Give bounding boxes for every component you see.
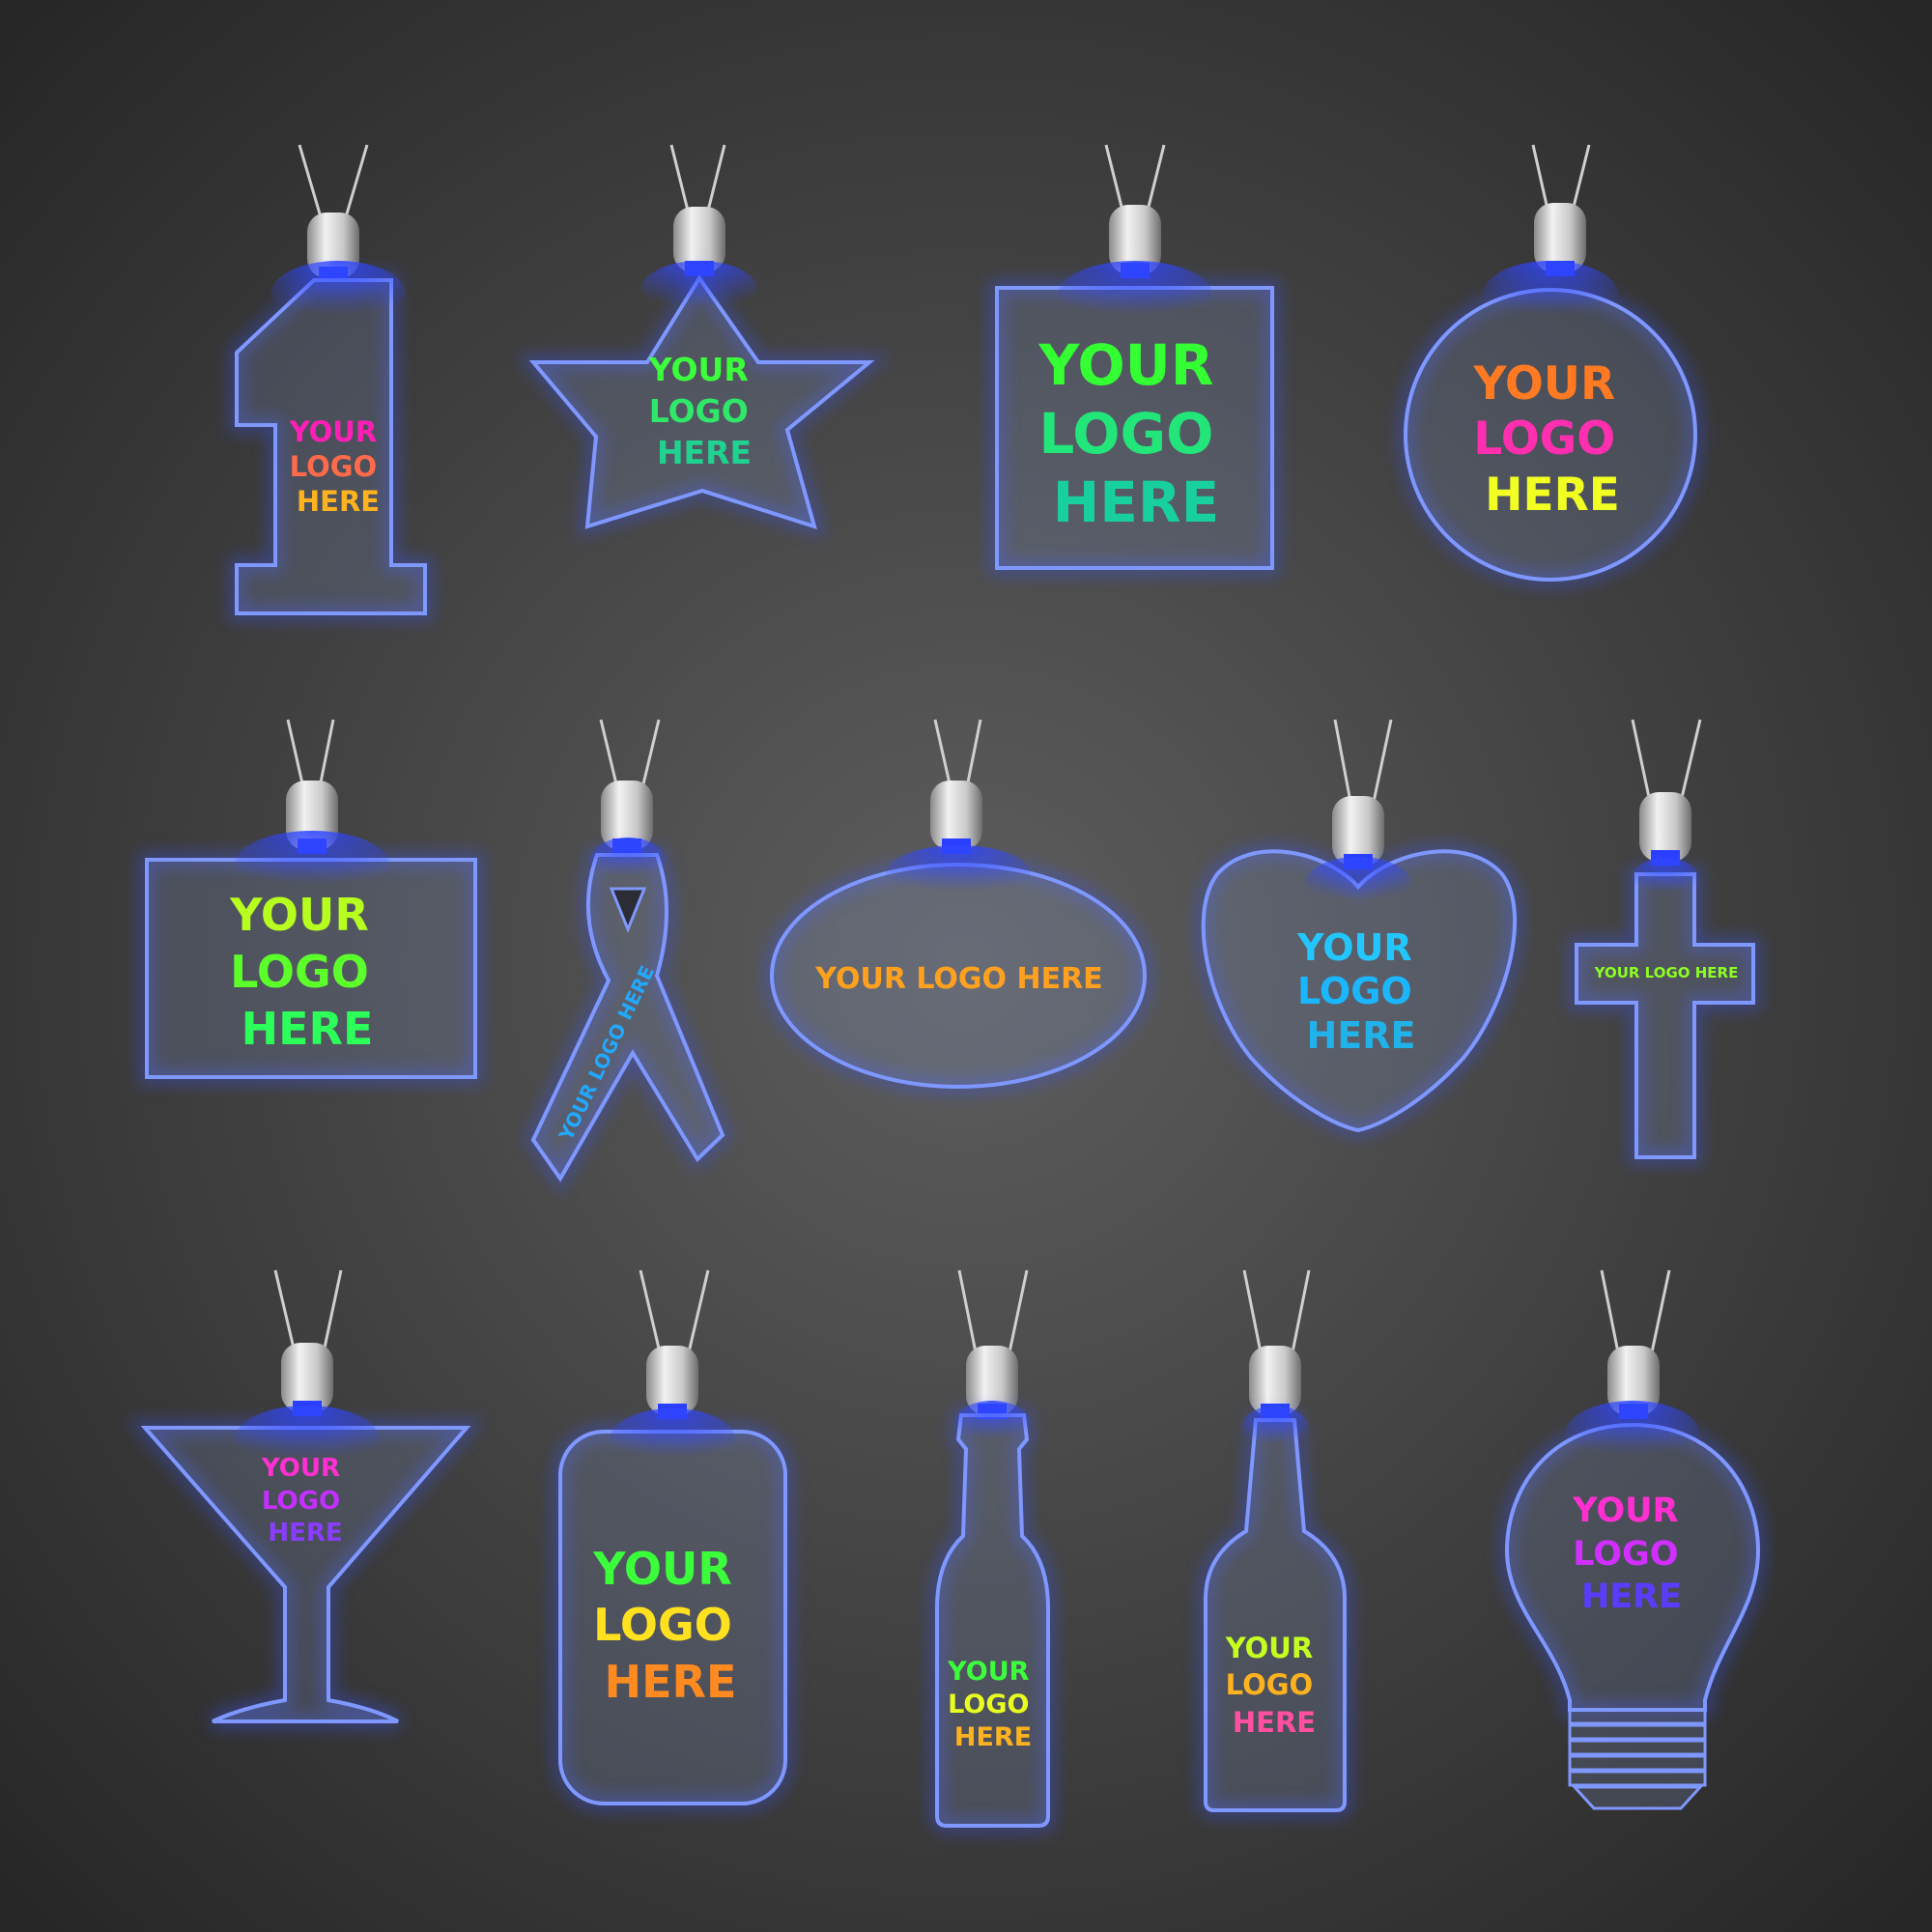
logo-text: YOUR LOGO HERE bbox=[1594, 964, 1739, 981]
logo-line-3: HERE bbox=[657, 434, 752, 471]
logo-line-1: YOUR LOGO HERE bbox=[814, 962, 1102, 996]
pendant-body bbox=[995, 286, 1274, 570]
pendant-heart: YOUR LOGO HERE bbox=[1195, 719, 1522, 1139]
logo-line-2: LOGO bbox=[593, 1599, 732, 1651]
logo-line-2: LOGO bbox=[290, 450, 378, 483]
logo-line-1: YOUR bbox=[1472, 357, 1615, 411]
pendant-rectangle: YOUR LOGO HERE bbox=[139, 719, 483, 1085]
logo-line-1: YOUR bbox=[1225, 1632, 1314, 1664]
pendant-wine-bottle: YOUR LOGO HERE bbox=[1198, 1269, 1352, 1818]
logo-line-3: HERE bbox=[1053, 469, 1219, 535]
led-cap bbox=[930, 781, 982, 854]
logo-line-3: HERE bbox=[954, 1722, 1032, 1752]
logo-text: YOUR LOGO HERE bbox=[1225, 1632, 1323, 1739]
pendant-body bbox=[528, 274, 875, 530]
logo-line-2: LOGO bbox=[230, 946, 369, 998]
logo-line-1: YOUR bbox=[289, 415, 378, 448]
led-cap bbox=[646, 1346, 698, 1419]
pendant-body bbox=[935, 1413, 1050, 1828]
logo-text: YOUR LOGO HERE bbox=[1296, 926, 1425, 1057]
pendant-body bbox=[1204, 1418, 1347, 1812]
logo-line-2: LOGO bbox=[1297, 970, 1412, 1012]
necklace-cord bbox=[298, 144, 369, 228]
logo-line-2: LOGO bbox=[649, 392, 749, 430]
logo-text: YOUR LOGO HERE bbox=[261, 1454, 349, 1548]
pendant-body bbox=[530, 853, 725, 1182]
logo-line-1: YOUR bbox=[1037, 332, 1213, 398]
logo-line-3: HERE bbox=[1485, 469, 1620, 522]
pendant-body bbox=[140, 1426, 471, 1723]
logo-line-3: HERE bbox=[1581, 1577, 1682, 1616]
pendant-light-bulb: YOUR LOGO HERE bbox=[1498, 1269, 1767, 1810]
logo-line-3: HERE bbox=[605, 1656, 737, 1708]
logo-line-2: LOGO bbox=[262, 1487, 340, 1516]
pendant-body bbox=[1575, 872, 1755, 1159]
logo-line-3: HERE bbox=[1233, 1706, 1316, 1739]
logo-line-1: YOUR LOGO HERE bbox=[1594, 964, 1739, 981]
led-cap bbox=[281, 1343, 333, 1416]
logo-line-2: LOGO bbox=[1038, 401, 1213, 467]
pendant-body bbox=[1201, 849, 1517, 1133]
logo-line-1: YOUR bbox=[261, 1454, 340, 1483]
pendant-square: YOUR LOGO HERE bbox=[989, 144, 1280, 576]
logo-line-2: LOGO bbox=[1226, 1668, 1314, 1701]
logo-line-1: YOUR bbox=[592, 1543, 732, 1595]
pendant-cross: YOUR LOGO HERE bbox=[1569, 719, 1761, 1165]
logo-text: YOUR LOGO HERE bbox=[648, 351, 760, 471]
pendant-martini-glass: YOUR LOGO HERE bbox=[128, 1269, 484, 1729]
logo-text: YOUR LOGO HERE bbox=[289, 415, 387, 518]
logo-line-3: HERE bbox=[242, 1003, 374, 1055]
logo-line-2: LOGO bbox=[1473, 412, 1615, 466]
logo-text: YOUR LOGO HERE bbox=[229, 889, 384, 1055]
pendant-rounded-rectangle: YOUR LOGO HERE bbox=[553, 1269, 793, 1811]
logo-text: YOUR LOGO HERE bbox=[1037, 332, 1233, 535]
bulb-base bbox=[1568, 1708, 1707, 1810]
pendant-circle: YOUR LOGO HERE bbox=[1398, 144, 1703, 587]
logo-text: YOUR LOGO HERE bbox=[1472, 357, 1631, 522]
logo-text: YOUR LOGO HERE bbox=[592, 1543, 748, 1708]
led-cap bbox=[1639, 792, 1691, 866]
logo-line-3: HERE bbox=[268, 1519, 342, 1548]
logo-line-1: YOUR bbox=[229, 889, 369, 941]
logo-text: YOUR LOGO HERE bbox=[814, 962, 1102, 996]
pendant-body bbox=[235, 278, 427, 615]
logo-line-3: HERE bbox=[297, 485, 380, 518]
logo-line-2: LOGO bbox=[1573, 1535, 1678, 1574]
logo-line-1: YOUR bbox=[648, 351, 749, 388]
pendant-beer-bottle: YOUR LOGO HERE bbox=[929, 1269, 1056, 1833]
pendant-oval: YOUR LOGO HERE bbox=[764, 719, 1152, 1094]
logo-text: YOUR LOGO HERE bbox=[1572, 1492, 1690, 1616]
logo-line-3: HERE bbox=[1307, 1014, 1416, 1057]
logo-line-1: YOUR bbox=[1296, 926, 1412, 969]
pendant-number-one: YOUR LOGO HERE bbox=[229, 144, 433, 621]
pendant-star: YOUR LOGO HERE bbox=[516, 144, 892, 539]
logo-line-2: LOGO bbox=[948, 1690, 1029, 1719]
logo-line-1: YOUR bbox=[947, 1657, 1029, 1687]
logo-text: YOUR LOGO HERE bbox=[947, 1657, 1038, 1752]
logo-line-1: YOUR bbox=[1572, 1492, 1678, 1530]
